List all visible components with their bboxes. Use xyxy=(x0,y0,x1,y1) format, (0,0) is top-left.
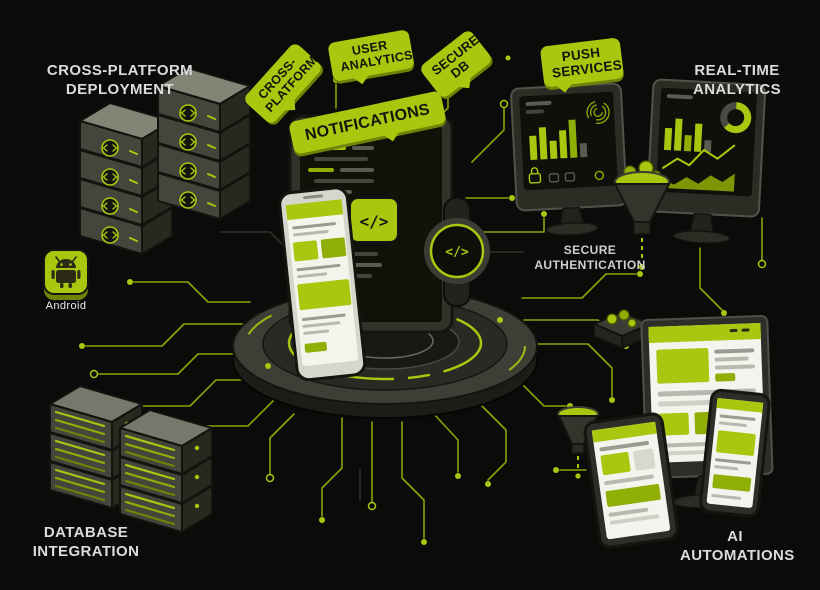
ai-tablet xyxy=(583,412,679,549)
circuit-traces xyxy=(85,83,763,539)
label-real-time-analytics: REAL-TIME ANALYTICS xyxy=(692,62,782,98)
chart-bars-icon xyxy=(663,118,712,153)
funnel-small-icon xyxy=(557,406,599,479)
android-robot-icon xyxy=(51,256,81,288)
label-cross-platform-deployment: CROSS-PLATFORM DEPLOYMENT xyxy=(46,62,194,98)
chart-bars-icon xyxy=(529,119,588,160)
code-glyph: </> xyxy=(445,245,469,260)
donut-chart-icon xyxy=(720,102,752,134)
funnel-icon xyxy=(613,160,671,270)
database-stack xyxy=(48,384,214,534)
smartwatch-icon: </> xyxy=(424,197,490,307)
code-badge-icon: </> xyxy=(349,197,399,243)
android-badge xyxy=(43,249,89,300)
label-secure-authentication: SECURE AUTHENTICATION xyxy=(534,243,646,272)
app-phone xyxy=(278,186,367,382)
label-database-integration: DATABASE INTEGRATION xyxy=(32,524,140,560)
line-chart-icon xyxy=(662,144,736,169)
lock-icon xyxy=(528,167,542,184)
fingerprint-icon xyxy=(586,100,610,125)
area-chart-icon xyxy=(661,173,735,192)
realtime-analytics-monitor xyxy=(646,78,767,244)
monitor-screen xyxy=(519,91,618,191)
label-android: Android xyxy=(45,300,87,312)
ai-phone xyxy=(699,388,771,518)
secure-auth-monitor xyxy=(510,82,628,236)
code-glyph: </> xyxy=(360,212,389,231)
label-ai-automations: AI AUTOMATIONS xyxy=(680,528,795,564)
